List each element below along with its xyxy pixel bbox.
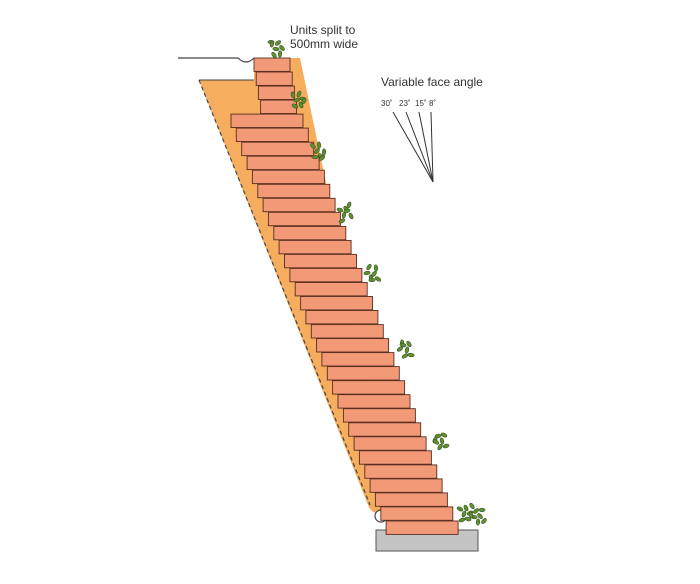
wall-block (284, 253, 357, 269)
wall-block (385, 520, 459, 535)
wall-block (353, 436, 427, 451)
backfill-dashed-edge (198, 79, 371, 506)
wall-blocks (230, 57, 459, 535)
plant-cluster (267, 39, 285, 59)
angle-23-label: 23˚ (399, 99, 411, 108)
wall-block (300, 296, 374, 311)
wall-block (260, 99, 298, 114)
angle-15-label: 15˚ (415, 99, 427, 108)
angle-line (405, 111, 434, 183)
wall-block (251, 169, 325, 185)
wall-block (278, 239, 352, 255)
wall-block (255, 71, 293, 86)
angle-line (430, 111, 434, 183)
foliage (267, 39, 487, 526)
wall-block (369, 478, 443, 493)
angle-line (392, 111, 434, 183)
units-split-label: Units split to 500mm wide (290, 23, 358, 51)
plant-cluster (363, 263, 382, 283)
plant-cluster (290, 90, 307, 109)
plant-cluster (310, 141, 327, 161)
wall-block (305, 310, 379, 325)
wall-block (337, 394, 411, 409)
plant-cluster (336, 201, 354, 224)
wall-block (316, 338, 390, 353)
plant-cluster (432, 432, 450, 451)
wall-block (321, 352, 395, 367)
wall-block (241, 141, 315, 157)
wall-block (374, 492, 448, 507)
wall-block (364, 464, 438, 479)
wall-block (348, 422, 422, 437)
wall-block (253, 57, 291, 72)
units-split-line2: 500mm wide (290, 37, 359, 51)
plant-cluster (469, 502, 487, 526)
angle-8-label: 8˚ (429, 99, 437, 108)
ground-line-top (178, 57, 255, 63)
angle-indicator (392, 111, 434, 183)
wall-block (257, 183, 331, 199)
wall-block (273, 225, 347, 241)
wall-block (326, 366, 400, 381)
wall-block (358, 450, 432, 465)
wall-block (342, 408, 416, 423)
wall-block (310, 324, 384, 339)
plant-cluster (396, 339, 415, 359)
wall-block (257, 85, 295, 100)
plant-cluster (456, 504, 474, 523)
wall-block (235, 127, 309, 142)
wall-block (294, 282, 368, 297)
wall-block (230, 113, 304, 128)
variable-face-angle-label: Variable face angle (381, 75, 483, 89)
wall-block (332, 380, 406, 395)
angle-30-label: 30˚ (381, 99, 393, 108)
angle-line (418, 111, 434, 183)
wall-block (262, 197, 336, 213)
wall-block (380, 506, 454, 521)
wall-block (267, 211, 341, 227)
wall-block (246, 155, 320, 171)
wall-block (289, 267, 363, 283)
units-split-line1: Units split to (290, 23, 356, 37)
